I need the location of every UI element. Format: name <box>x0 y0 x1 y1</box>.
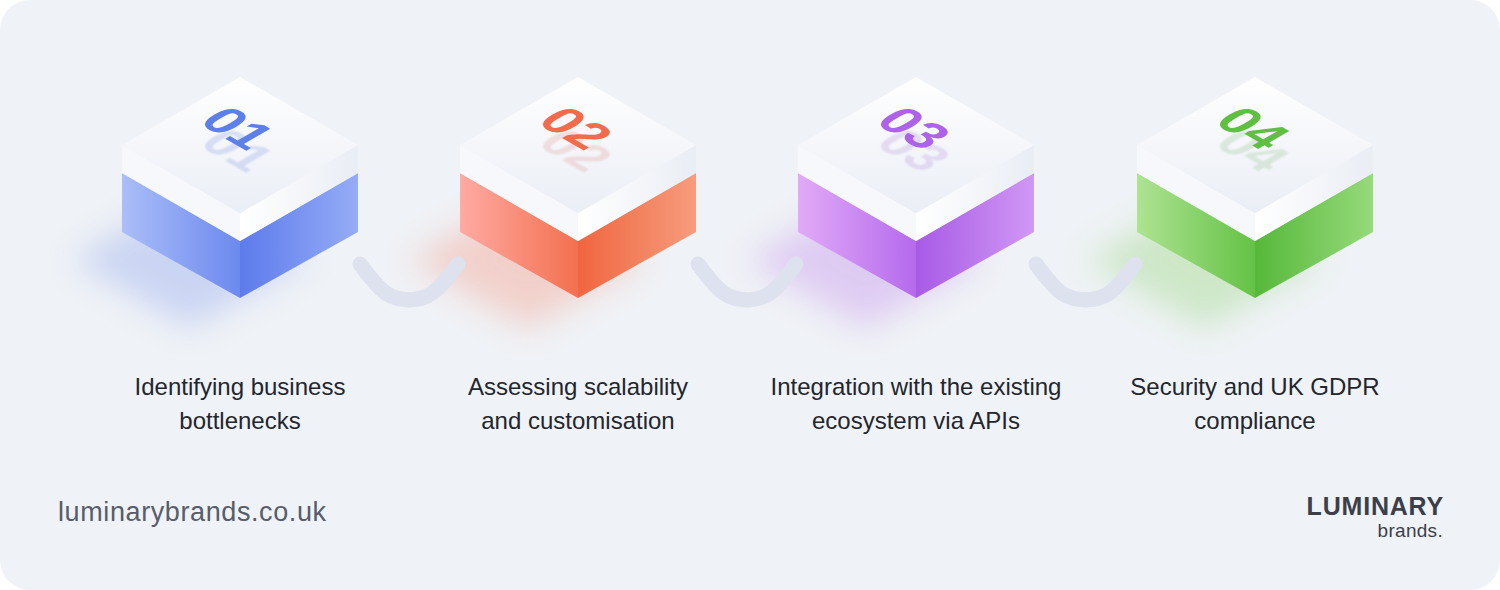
step-cube: 01Identifying business bottlenecks <box>120 70 360 450</box>
connector-band <box>1036 264 1135 300</box>
cube-top-face <box>1137 77 1373 213</box>
step-cube: 04Security and UK GDPR compliance <box>1135 70 1375 450</box>
step-label: Security and UK GDPR compliance <box>1119 370 1391 438</box>
step-label: Identifying business bottlenecks <box>109 370 371 438</box>
brand-tagline: brands. <box>1378 514 1443 548</box>
step-cube: 02Assessing scalability and customisatio… <box>458 70 698 450</box>
step-cube: 03Integration with the existing ecosyste… <box>796 70 1036 450</box>
website-url: luminarybrands.co.uk <box>58 495 327 529</box>
brand-logo: LUMINARY <box>1307 489 1444 523</box>
step-label: Assessing scalability and customisation <box>452 370 704 438</box>
connector-band <box>698 264 796 300</box>
cube-top-face <box>122 77 358 213</box>
cube-top-face <box>798 77 1034 213</box>
step-label: Integration with the existing ecosystem … <box>756 370 1076 438</box>
cube-top-face <box>460 77 696 213</box>
connector-band <box>360 264 458 300</box>
